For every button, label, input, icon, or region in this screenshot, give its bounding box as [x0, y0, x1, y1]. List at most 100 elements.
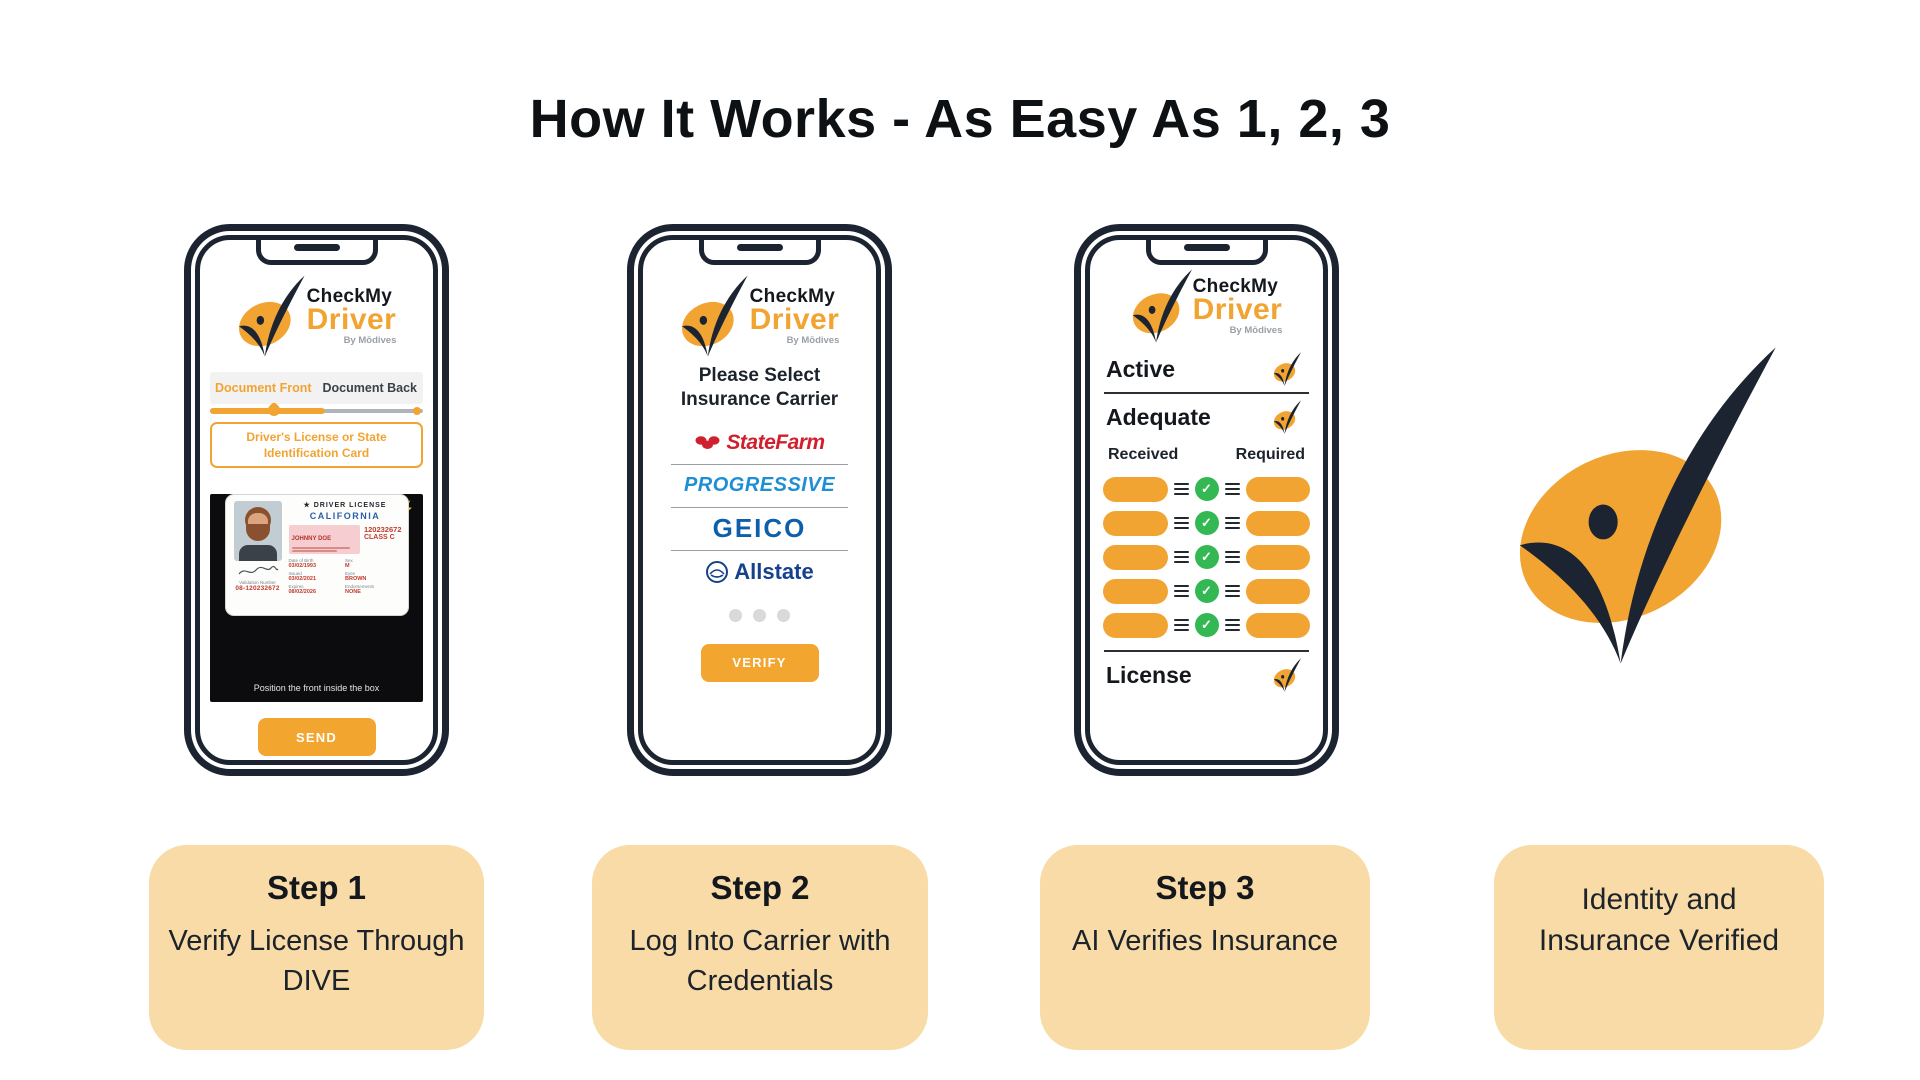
match-check-icon: ✓ [1194, 511, 1219, 535]
statefarm-icon [695, 436, 720, 449]
license-class: CLASS C [363, 534, 395, 542]
tab-document-back[interactable]: Document Back [322, 381, 417, 395]
step3-card: Step 3 AI Verifies Insurance [1040, 845, 1370, 1050]
brand-wordmark: CheckMy Driver By Mōdives [1193, 276, 1283, 336]
portrait-shoulders [238, 545, 277, 562]
carrier-progressive[interactable]: PROGRESSIVE [665, 465, 854, 507]
match-check-icon: ✓ [1194, 545, 1219, 569]
required-column-label: Required [1235, 446, 1305, 463]
carrier-divider [671, 506, 848, 508]
received-value-pill [1103, 612, 1168, 638]
document-tabs: Document Front Document Back [210, 372, 423, 404]
step2-card: Step 2 Log Into Carrier with Credentials [592, 845, 928, 1050]
field-label: Endorsements [345, 584, 375, 590]
result-card: Identity and Insurance Verified [1494, 845, 1824, 1050]
verify-button[interactable]: VERIFY [700, 643, 819, 682]
step2-body: Log Into Carrier with Credentials [629, 925, 891, 998]
license-number-block: 120232672 CLASS C [364, 525, 402, 554]
brand-name-bottom: Driver [306, 303, 397, 336]
tab-document-front[interactable]: Document Front [214, 381, 312, 395]
license-status-label: License [1106, 661, 1192, 688]
carrier-geico[interactable]: GEICO [665, 508, 854, 550]
required-value-pill [1245, 612, 1310, 638]
carrier-prompt: Please Select Insurance Carrier [643, 364, 876, 412]
carrier-statefarm[interactable]: StateFarm [665, 422, 854, 464]
check-logo-icon [1273, 400, 1302, 434]
equals-icon [1224, 550, 1240, 564]
step1-body: Verify License Through DIVE [168, 925, 465, 998]
equals-icon [1173, 516, 1189, 530]
brand-lockup: CheckMy Driver By Mōdives [643, 270, 876, 362]
license-left-column: Validation Number 08-120232672 [232, 501, 284, 611]
carousel-dot[interactable] [753, 608, 766, 622]
received-value-pill [1103, 476, 1168, 502]
field-value: NONE [345, 589, 361, 596]
required-value-pill [1245, 544, 1310, 570]
equals-icon [1173, 584, 1189, 598]
phone-notch [1145, 240, 1268, 265]
carrier-statefarm-label: StateFarm [726, 430, 825, 454]
brand-byline: By Mōdives [1229, 325, 1283, 336]
received-column-label: Received [1108, 446, 1179, 463]
match-check-icon: ✓ [1194, 579, 1219, 603]
comparison-rows: ✓ ✓ ✓ [1090, 472, 1323, 642]
status-row-adequate: Adequate [1090, 396, 1323, 438]
field-label: Sex [345, 558, 353, 564]
brand-byline: By Mōdives [786, 335, 840, 346]
license-name-row: JOHNNY DOE 120232672 CLASS C [288, 525, 402, 555]
field-label: Expires [288, 584, 304, 590]
brand-lockup: CheckMy Driver By Mōdives [1090, 264, 1323, 348]
signature-icon [238, 566, 278, 575]
divider [1104, 650, 1309, 652]
carrier-list: StateFarm PROGRESSIVE GEICO [665, 422, 854, 593]
verified-check-logo-icon [1512, 347, 1776, 664]
equals-icon [1224, 584, 1240, 598]
license-address-line [291, 550, 338, 553]
phone-speaker [293, 244, 340, 251]
phone-step1: CheckMy Driver By Mōdives Document Front… [184, 224, 449, 776]
phone-step2-screen: CheckMy Driver By Mōdives Please Select … [638, 235, 881, 765]
phone-step2: CheckMy Driver By Mōdives Please Select … [627, 224, 892, 776]
match-check-icon: ✓ [1194, 477, 1219, 501]
check-logo-icon [1273, 658, 1302, 692]
field-value: BROWN [345, 576, 367, 583]
phone-notch [255, 240, 378, 265]
brand-name-bottom: Driver [749, 303, 840, 336]
carousel-dot[interactable] [729, 608, 742, 622]
carousel-dots[interactable] [643, 608, 876, 622]
equals-icon [1224, 618, 1240, 632]
result-body: Identity and Insurance Verified [1538, 883, 1780, 958]
license-right-column: ★ DRIVER LICENSE CALIFORNIA JOHNNY DOE 1… [288, 501, 402, 611]
comparison-row: ✓ [1090, 506, 1323, 540]
comparison-row: ✓ [1090, 540, 1323, 574]
equals-icon [1173, 618, 1189, 632]
license-field: Endorsements NONE [345, 584, 402, 595]
carousel-dot[interactable] [777, 608, 790, 622]
carrier-divider [671, 463, 848, 465]
field-label: Date of Birth [288, 558, 314, 564]
phone-step3: CheckMy Driver By Mōdives Active Adequat… [1074, 224, 1339, 776]
phone-notch [698, 240, 821, 265]
send-button[interactable]: SEND [257, 718, 376, 757]
tab-progress-track [210, 401, 423, 419]
phone-step3-screen: CheckMy Driver By Mōdives Active Adequat… [1085, 235, 1328, 765]
comparison-row: ✓ [1090, 574, 1323, 608]
field-value: 03/02/1993 [288, 563, 317, 570]
brand-name-top: CheckMy [306, 286, 393, 307]
license-address-line [291, 546, 351, 549]
equals-icon [1224, 482, 1240, 496]
carrier-allstate-label: Allstate [734, 558, 814, 584]
phone-speaker [736, 244, 783, 251]
required-value-pill [1245, 510, 1310, 536]
carrier-allstate[interactable]: Allstate [665, 551, 854, 593]
step3-heading: Step 3 [1155, 869, 1255, 906]
camera-caption: Position the front inside the box [253, 683, 380, 694]
brand-wordmark: CheckMy Driver By Mōdives [750, 286, 840, 346]
step1-heading: Step 1 [266, 869, 367, 906]
comparison-row: ✓ [1090, 608, 1323, 642]
step2-heading: Step 2 [710, 869, 810, 906]
document-type-box: Driver's License or State Identification… [210, 422, 423, 469]
license-field: Sex M [345, 558, 402, 569]
carrier-divider [671, 549, 848, 551]
received-value-pill [1103, 544, 1168, 570]
